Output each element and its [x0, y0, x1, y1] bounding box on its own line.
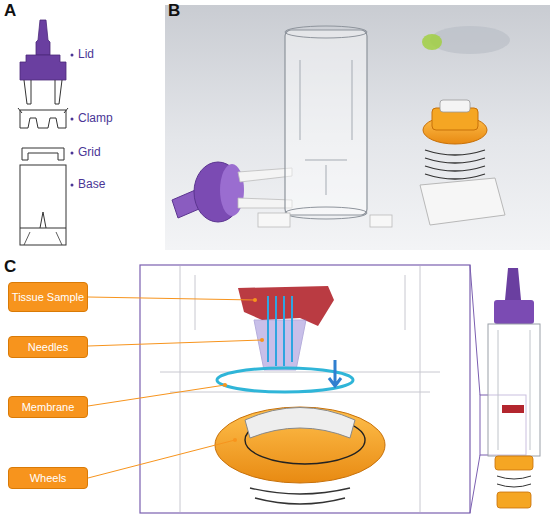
body-lines: [498, 330, 530, 450]
sample: [502, 405, 524, 413]
cutaway: [88, 265, 526, 513]
part-name: Base: [78, 178, 105, 191]
clamp-outline: [20, 110, 66, 128]
transparent-base: [285, 30, 367, 215]
white-cap: [440, 100, 470, 112]
small-part: [370, 215, 392, 227]
assembled-device: [488, 268, 540, 508]
needle-holder: [254, 320, 306, 370]
lid-leg: [24, 80, 31, 104]
callout-text: Wheels: [30, 472, 67, 485]
clamp-part: [420, 178, 505, 225]
green-blur: [422, 34, 442, 50]
panel-letter: A: [4, 2, 16, 21]
down-arrow: [329, 360, 341, 386]
panel-letter: C: [4, 258, 16, 277]
body: [488, 324, 540, 456]
photo-background: [165, 5, 550, 250]
clamp-hook: [18, 108, 68, 113]
callout-box: Membrane: [8, 396, 88, 418]
membrane-ring: [217, 368, 353, 392]
collar: [494, 300, 534, 324]
lid-spout: [36, 20, 50, 55]
part-name: Clamp: [78, 112, 113, 125]
base-bottom: [285, 207, 367, 219]
base-spike: [40, 212, 46, 228]
leader-dot: [260, 338, 264, 342]
spring: [250, 488, 350, 504]
orange-foot: [497, 492, 531, 508]
photo: [165, 5, 550, 250]
base-floor: [20, 228, 66, 229]
leader-line: [88, 297, 255, 300]
leader-dot: [233, 438, 237, 442]
lid-body: [20, 55, 66, 80]
exploded-parts: [18, 20, 74, 245]
needles: [268, 296, 292, 366]
wheel-cap: [245, 408, 355, 439]
callout-text: Needles: [28, 341, 68, 354]
label-dot: [71, 54, 74, 57]
callout-box: Needles: [8, 336, 88, 358]
orange-part: [495, 456, 533, 470]
spring: [425, 150, 485, 179]
spout: [505, 268, 521, 300]
label-dot: [71, 152, 74, 155]
leader-dot: [223, 383, 227, 387]
callout-box: Tissue Sample: [8, 282, 88, 312]
zoom-lines: [470, 265, 480, 513]
leader-line: [88, 340, 262, 346]
leader-line: [88, 440, 235, 478]
lid-leg: [55, 80, 62, 104]
label-dot: [71, 184, 74, 187]
panel-letter: B: [168, 2, 180, 21]
base-ribs: [300, 60, 352, 195]
callout-text: Membrane: [22, 401, 75, 414]
lid-legs: [238, 168, 292, 208]
base-feet: [24, 232, 62, 245]
grid-part: [258, 213, 290, 227]
zoom-frame: [140, 265, 470, 513]
leader-dot: [253, 298, 257, 302]
part-name: Grid: [78, 146, 101, 159]
grid-outline: [22, 148, 64, 160]
background-blur: [430, 26, 510, 54]
part-name: Lid: [78, 48, 94, 61]
leader-line: [88, 385, 225, 406]
wheel-disc: [215, 407, 385, 483]
spring: [497, 476, 531, 487]
base-outline: [20, 165, 66, 245]
label-dot: [71, 118, 74, 121]
callout-box: Wheels: [8, 467, 88, 489]
callout-text: Tissue Sample: [12, 291, 84, 304]
base-top: [285, 26, 367, 38]
